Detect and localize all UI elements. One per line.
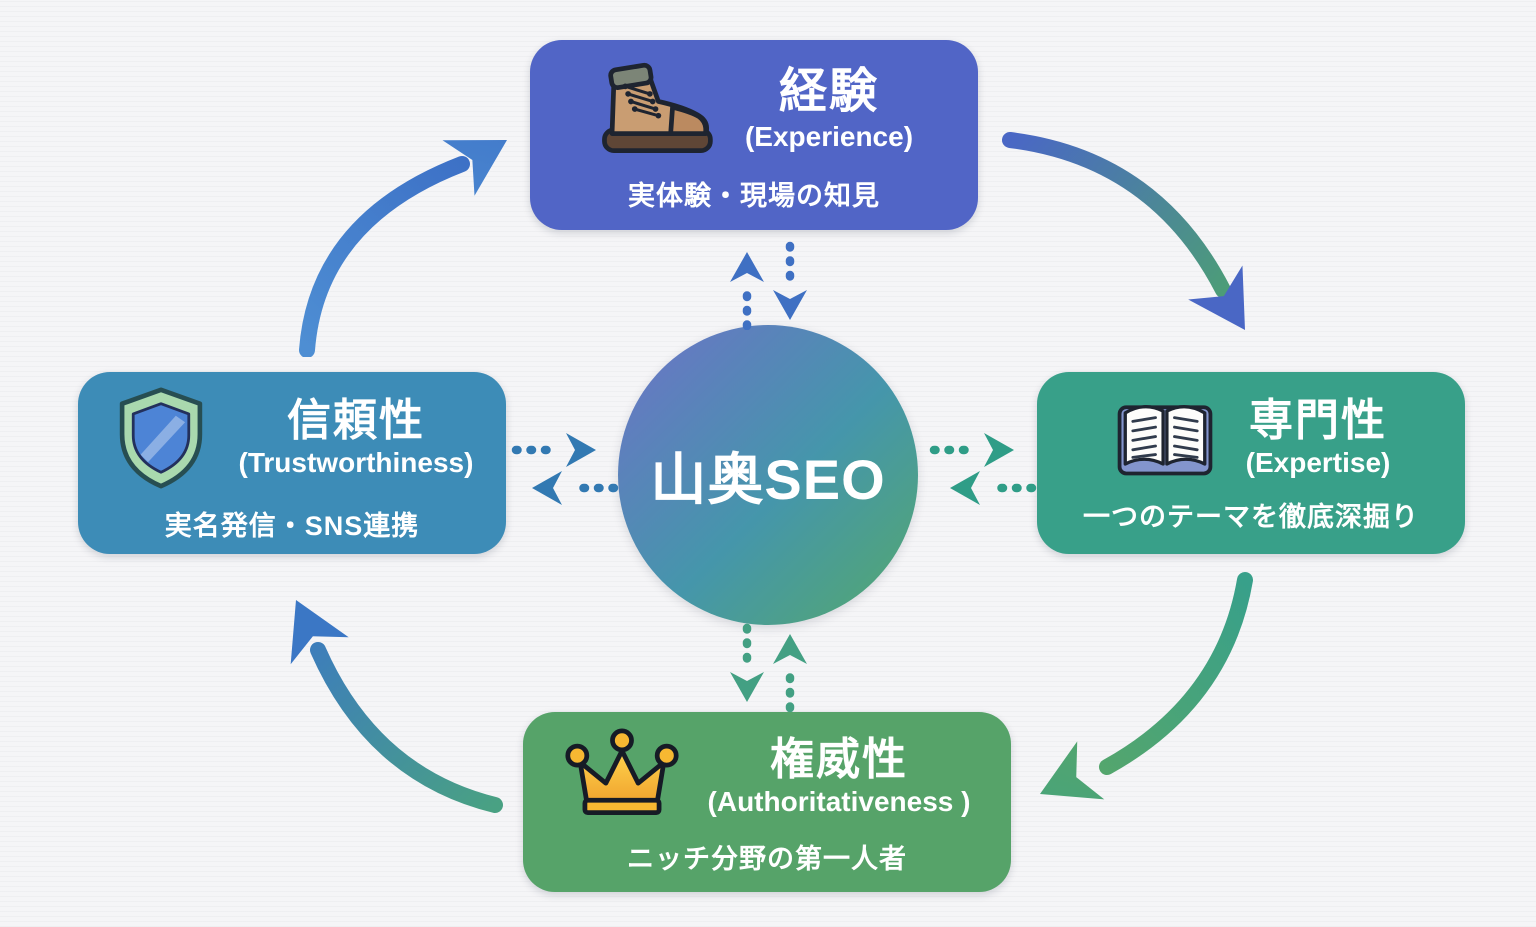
node-experience-description: 実体験・現場の知見 (628, 180, 880, 211)
node-experience-subtitle: (Experience) (744, 121, 914, 153)
node-trustworthiness-subtitle: (Trustworthiness) (238, 447, 474, 479)
shield-icon (119, 387, 202, 488)
node-authoritativeness-subtitle: (Authoritativeness ) (707, 786, 971, 818)
cycle-arrow-trust-to-experience (299, 140, 507, 357)
node-expertise-title: 専門性 (1249, 395, 1387, 445)
node-experience-header: 経験 (Experience) (595, 58, 913, 162)
cycle-arrow-experience-to-expertise (1002, 132, 1245, 330)
node-trustworthiness: 信頼性 (Trustworthiness) 実名発信・SNS連携 (78, 372, 506, 554)
link-center-experience (730, 241, 807, 330)
center-label: 山奥SEO (650, 447, 886, 511)
cycle-arrow-expertise-to-authority (1040, 572, 1253, 800)
link-center-authority (730, 623, 807, 712)
node-expertise-description: 一つのテーマを徹底深掘り (1083, 502, 1419, 532)
node-experience: 経験 (Experience) 実体験・現場の知見 (530, 40, 978, 230)
crown-icon (564, 728, 679, 816)
node-expertise: 専門性 (Expertise) 一つのテーマを徹底深掘り (1037, 372, 1465, 554)
node-trustworthiness-description: 実名発信・SNS連携 (164, 510, 420, 541)
cycle-arrow-authority-to-trust (290, 600, 503, 813)
node-trustworthiness-title: 信頼性 (286, 395, 425, 445)
node-authoritativeness-title: 権威性 (770, 734, 908, 784)
node-experience-title: 経験 (778, 65, 879, 119)
node-expertise-header: 専門性 (Expertise) (1112, 392, 1391, 483)
center-node: 山奥SEO (618, 325, 918, 625)
open-book-icon (1117, 405, 1212, 476)
node-trustworthiness-header: 信頼性 (Trustworthiness) (111, 384, 474, 492)
hiking-boot-icon (602, 62, 713, 153)
node-authoritativeness-description: ニッチ分野の第一人者 (627, 844, 907, 874)
link-center-trust (511, 433, 619, 505)
node-authoritativeness-header: 権威性 (Authoritativeness ) (564, 728, 971, 825)
link-center-expertise (929, 433, 1037, 505)
node-expertise-subtitle: (Expertise) (1245, 447, 1391, 479)
node-authoritativeness: 権威性 (Authoritativeness ) ニッチ分野の第一人者 (523, 712, 1011, 892)
